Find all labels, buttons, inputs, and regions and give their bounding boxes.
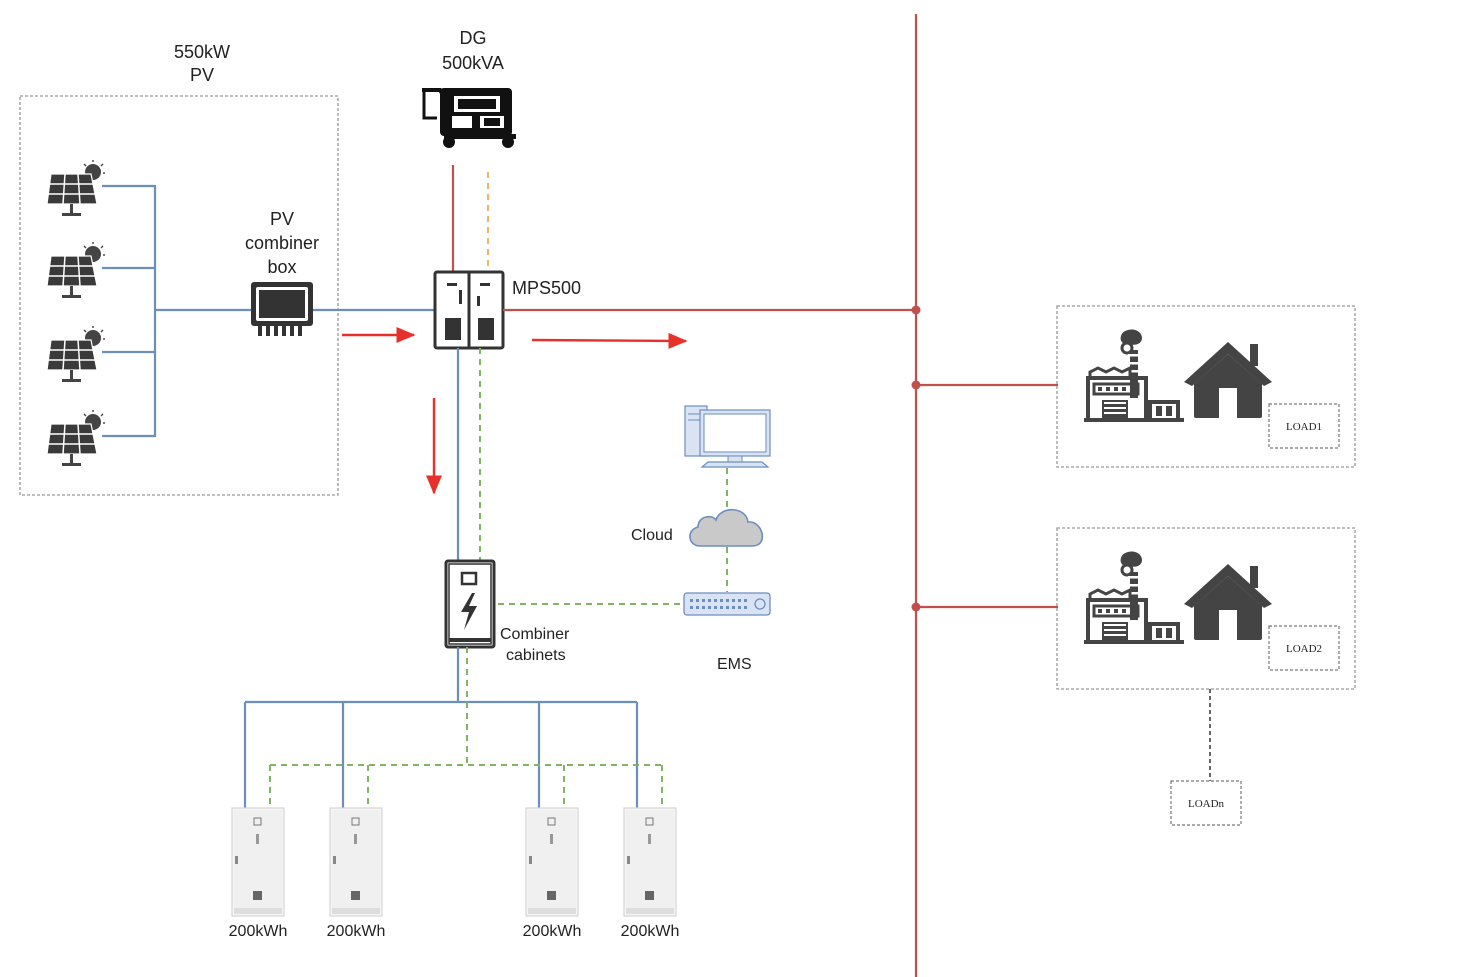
pv-combiner-label-1: PV <box>270 209 294 229</box>
combiner-cabinets-label-1: Combiner <box>500 626 570 643</box>
dg-label: DG <box>460 28 487 48</box>
ems-label: EMS <box>717 656 752 673</box>
combiner-box-icon <box>251 282 313 336</box>
load-2-label: LOAD2 <box>1286 643 1322 655</box>
battery-capacity-label: 200kWh <box>523 923 582 940</box>
load-n-tag <box>1170 780 1242 826</box>
load-1-frame <box>1056 305 1356 468</box>
battery-cabinet-icon <box>231 807 285 917</box>
solar-panel-icon <box>46 325 106 383</box>
house-icon <box>1184 342 1272 418</box>
cloud-label: Cloud <box>631 527 673 544</box>
load-1-group: LOAD1 <box>1056 305 1356 468</box>
solar-panel-icon <box>46 159 106 217</box>
load-1-tag <box>1268 403 1340 449</box>
generator-icon <box>422 88 516 148</box>
pv-label: PV <box>190 65 214 85</box>
load-2-group: LOAD2 <box>1056 527 1356 690</box>
factory-icon <box>1082 327 1186 424</box>
battery-cabinet-icon <box>444 559 496 649</box>
factory-icon <box>1082 549 1186 646</box>
pv-array-frame <box>19 95 339 496</box>
battery-cabinet-icon <box>329 807 383 917</box>
pv-combiner-label-3: box <box>267 257 296 277</box>
network-switch-icon <box>683 592 771 616</box>
cloud-icon <box>689 508 764 547</box>
inverter-icon <box>433 270 505 350</box>
mps-label: MPS500 <box>512 278 581 298</box>
house-icon <box>1184 564 1272 640</box>
solar-panel-icon <box>46 409 106 467</box>
solar-panel-icon <box>46 241 106 299</box>
load-2-tag <box>1268 625 1340 671</box>
computer-icon <box>684 405 771 468</box>
battery-capacity-label: 200kWh <box>621 923 680 940</box>
load-2-frame <box>1056 527 1356 690</box>
combiner-cabinets-label-2: cabinets <box>506 647 566 664</box>
bus-junction <box>911 305 921 315</box>
pv-group: 550kW PV PV combiner box <box>19 42 339 496</box>
pv-combiner-label-2: combiner <box>245 233 319 253</box>
battery-cabinet-icon <box>623 807 677 917</box>
battery-cabinet-icon <box>525 807 579 917</box>
ac-flow-arrow <box>531 332 688 349</box>
dg-rating: 500kVA <box>442 53 504 73</box>
load-1-label: LOAD1 <box>1286 421 1322 433</box>
pv-string-bus <box>102 184 157 438</box>
battery-capacity-label: 200kWh <box>229 923 288 940</box>
battery-capacity-label: 200kWh <box>327 923 386 940</box>
pv-power-label: 550kW <box>174 42 230 62</box>
load-n-label: LOADn <box>1188 798 1225 810</box>
